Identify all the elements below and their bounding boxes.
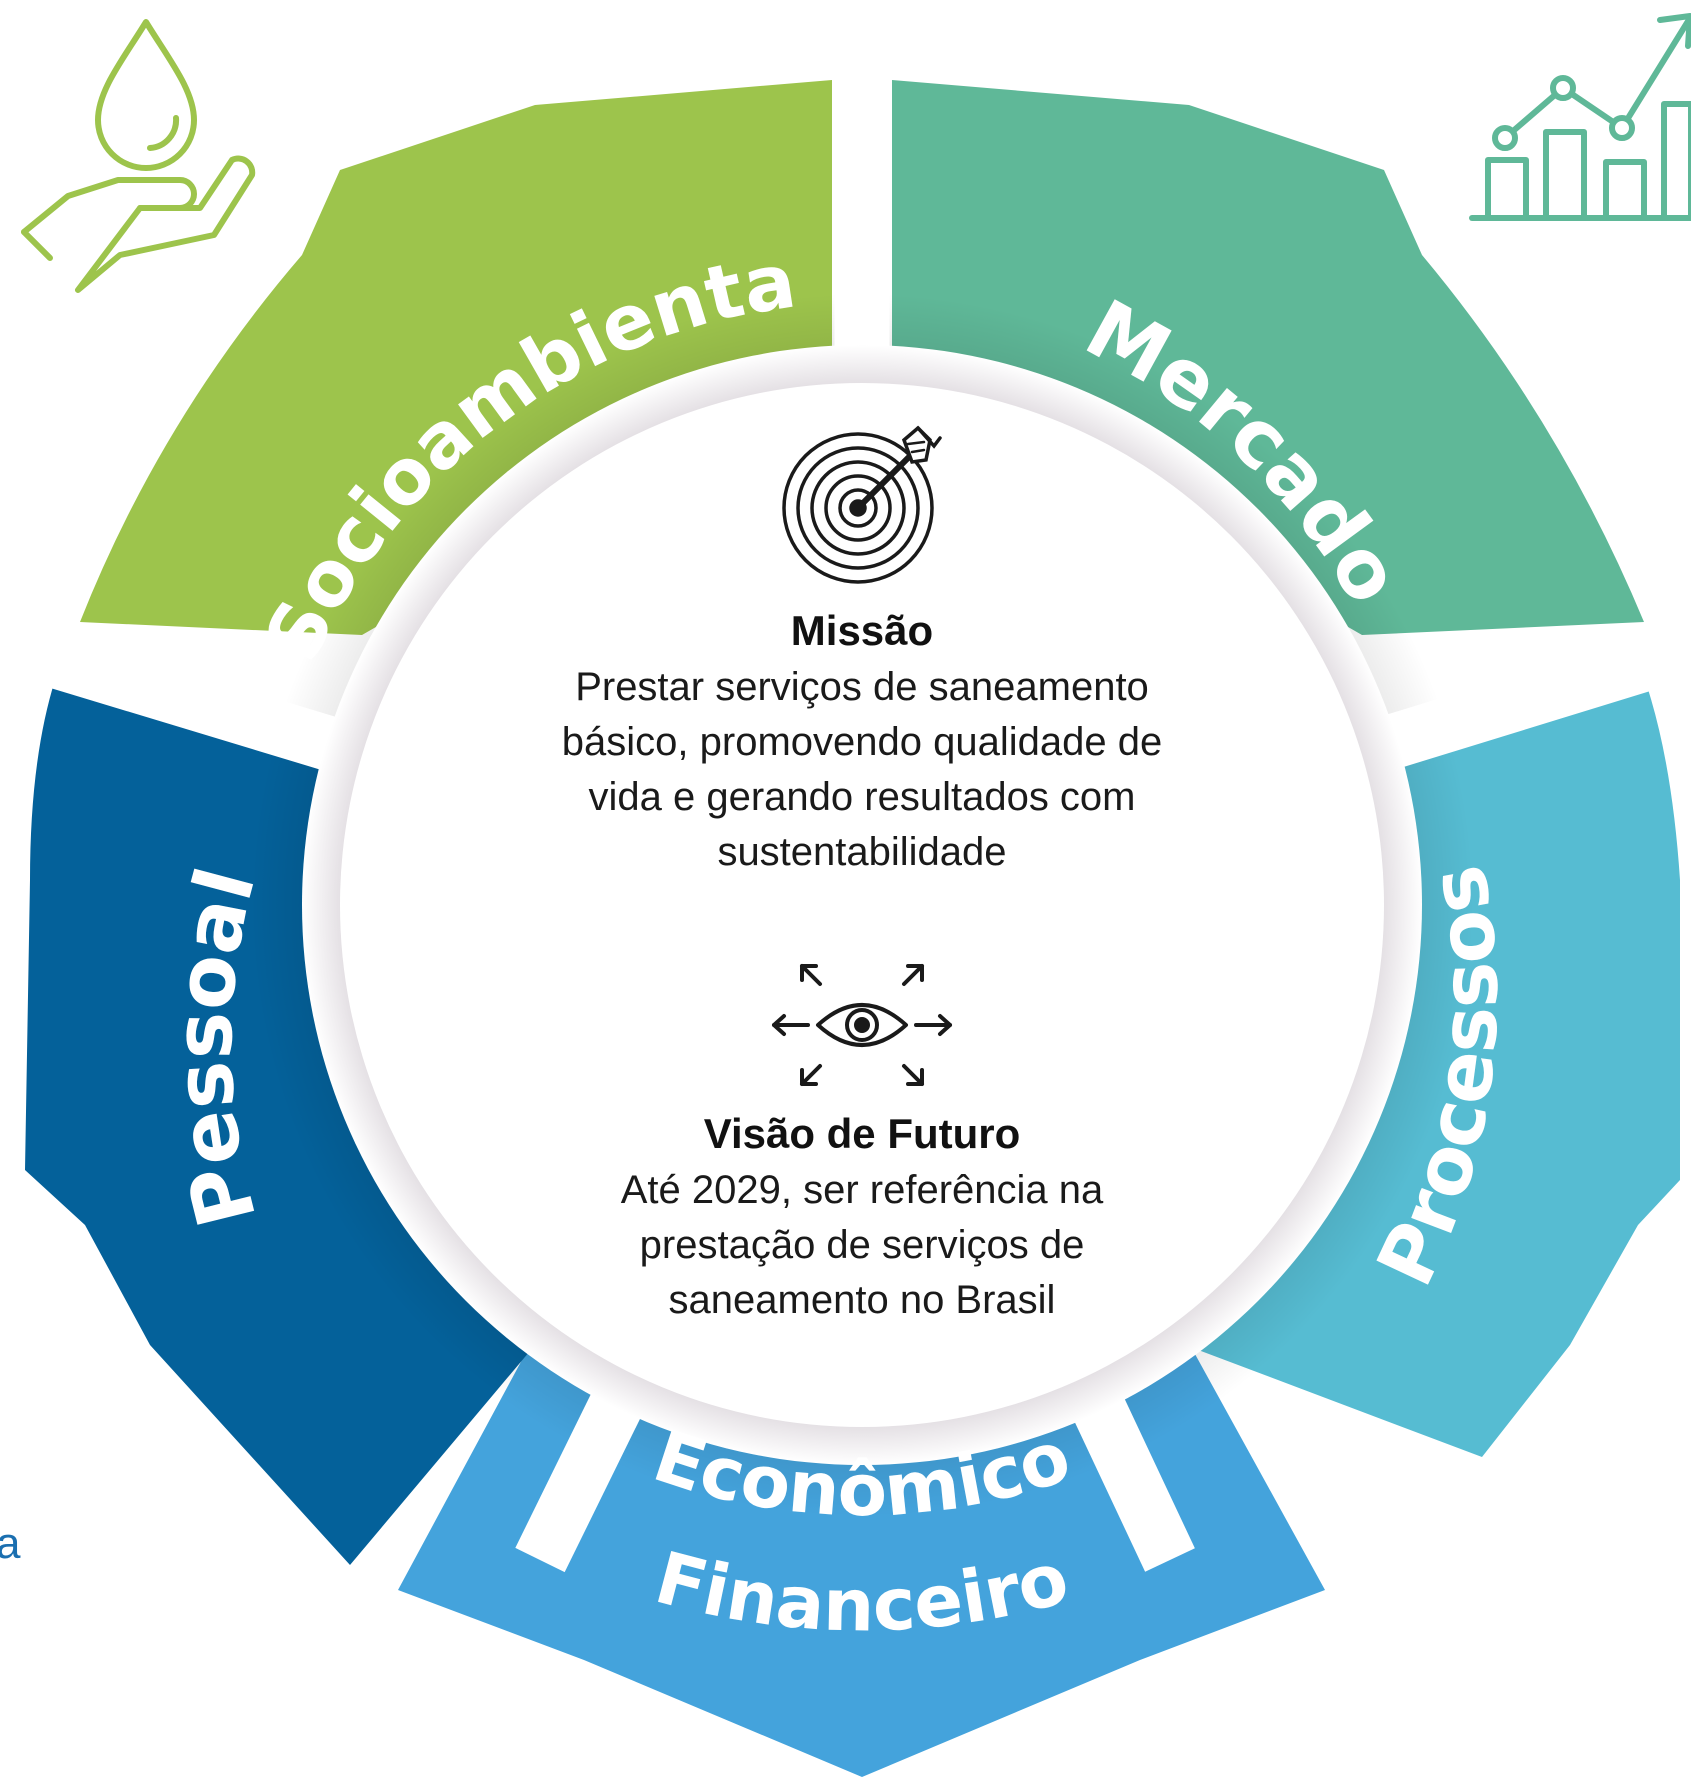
eye-arrows-icon: [772, 964, 952, 1086]
missao-line: vida e gerando resultados com: [589, 775, 1136, 819]
visao-line: prestação de serviços de: [640, 1223, 1085, 1267]
missao-block: Missão Prestar serviços de saneamento bá…: [562, 607, 1162, 874]
growth-chart-icon: [1469, 13, 1691, 221]
visao-title: Visão de Futuro: [704, 1110, 1021, 1157]
visao-line: Até 2029, ser referência na: [621, 1168, 1104, 1212]
missao-line: básico, promovendo qualidade de: [562, 720, 1162, 764]
missao-line: sustentabilidade: [717, 830, 1006, 874]
visao-block: Visão de Futuro Até 2029, ser referência…: [621, 1110, 1104, 1322]
edge-text-fragment: a: [0, 1519, 21, 1568]
water-drop-hand-icon: [21, 19, 256, 293]
target-arrow-icon: [782, 425, 942, 584]
missao-line: Prestar serviços de saneamento: [575, 665, 1149, 709]
missao-title: Missão: [791, 607, 933, 654]
center-circle: [340, 383, 1384, 1427]
visao-line: saneamento no Brasil: [669, 1278, 1056, 1322]
